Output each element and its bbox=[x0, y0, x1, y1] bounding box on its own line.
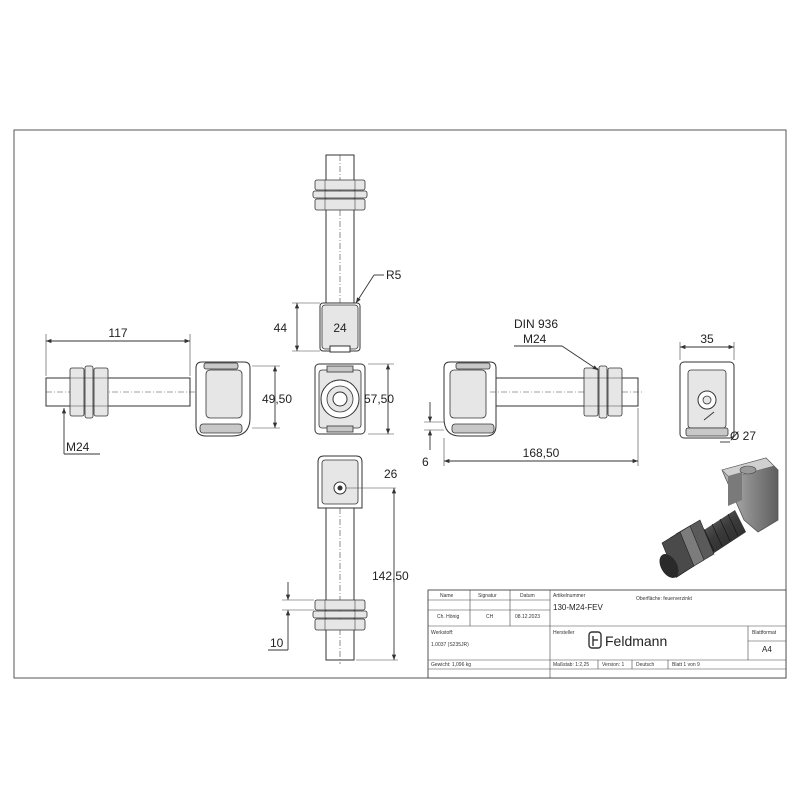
dim-168-50: 168,50 bbox=[523, 446, 560, 460]
top-view: 24 44 R5 bbox=[274, 154, 402, 353]
label-din-m24: M24 bbox=[523, 332, 547, 346]
dim-6: 6 bbox=[422, 455, 429, 469]
th-name: Name bbox=[440, 593, 454, 599]
td-name: Ch. Hönig bbox=[437, 614, 459, 620]
nut-size-label: 24 bbox=[333, 321, 347, 335]
version: Version: 1 bbox=[602, 662, 624, 668]
werkstoff-label: Werkstoff: bbox=[431, 630, 453, 636]
left-view: 117 49,50 M24 bbox=[45, 326, 292, 455]
feldmann-logo: Feldmann bbox=[588, 631, 667, 649]
drawing-frame bbox=[13, 129, 787, 679]
th-signatur: Signatur bbox=[478, 593, 497, 599]
right-view: DIN 936 M24 168,50 6 bbox=[422, 317, 644, 469]
oberflaeche: Oberfläche: feuerverzinkt bbox=[636, 596, 692, 602]
title-block: Name Signatur Datum Ch. Hönig CH 08.12.2… bbox=[427, 589, 787, 679]
dim-r5: R5 bbox=[386, 268, 402, 282]
werkstoff-value: 1.0037 (S235JR) bbox=[431, 642, 469, 648]
blatt: Blatt 1 von 9 bbox=[672, 662, 700, 668]
blattformat-value: A4 bbox=[762, 645, 772, 654]
dim-m24-left: M24 bbox=[66, 440, 90, 454]
brand-name: Feldmann bbox=[605, 633, 667, 649]
dim-26: 26 bbox=[384, 467, 398, 481]
dim-117: 117 bbox=[108, 326, 127, 340]
center-view: 57,50 bbox=[314, 363, 394, 435]
massstab: Maßstab: 1:2,25 bbox=[553, 662, 589, 668]
side-view: 35 Ø 27 bbox=[679, 332, 756, 443]
dim-142-50: 142,50 bbox=[372, 569, 409, 583]
td-signatur: CH bbox=[486, 614, 494, 620]
bottom-view: 26 142,50 10 bbox=[268, 455, 409, 664]
artikel-label: Artikelnummer bbox=[553, 593, 586, 599]
td-datum: 08.12.2023 bbox=[515, 614, 540, 620]
dim-49-50: 49,50 bbox=[262, 392, 292, 406]
dim-44: 44 bbox=[274, 321, 288, 335]
artikel-value: 130-M24-FEV bbox=[553, 603, 603, 612]
hersteller-label: Hersteller bbox=[553, 630, 575, 636]
sprache: Deutsch bbox=[636, 662, 655, 668]
label-din-936: DIN 936 bbox=[514, 317, 558, 331]
blattformat-label: Blattformat bbox=[752, 630, 777, 636]
dim-dia-27: Ø 27 bbox=[730, 429, 756, 443]
th-datum: Datum bbox=[520, 593, 535, 599]
dim-57-50: 57,50 bbox=[364, 392, 394, 406]
product-isometric-icon bbox=[659, 457, 779, 578]
gewicht: Gewicht: 1,096 kg bbox=[431, 662, 471, 668]
dim-35: 35 bbox=[700, 332, 714, 346]
dim-10: 10 bbox=[270, 636, 284, 650]
